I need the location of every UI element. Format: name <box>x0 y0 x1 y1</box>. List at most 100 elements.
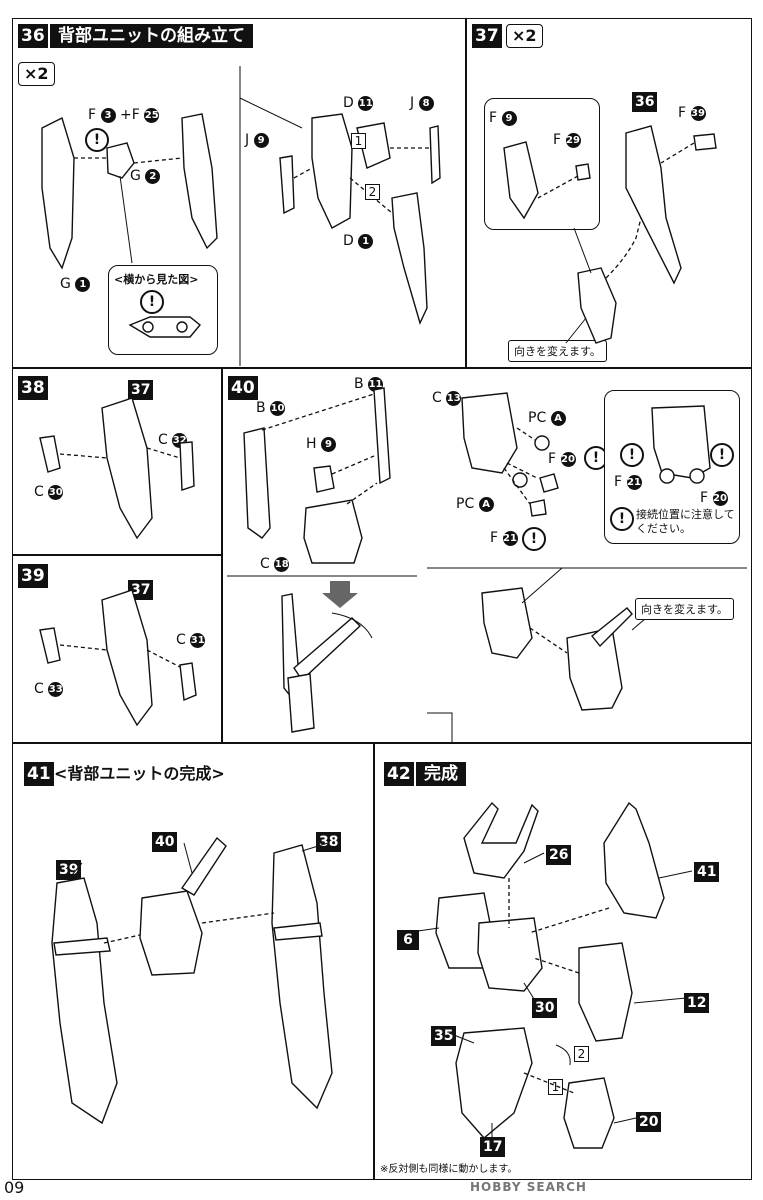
ref-41: 41 <box>694 862 720 882</box>
step-38-number: 38 <box>18 376 48 400</box>
step-36-multiplier: ×2 <box>18 62 55 86</box>
step-36-panel <box>12 18 466 368</box>
label-b: B <box>256 400 266 416</box>
caution-icon: ! <box>620 443 644 467</box>
label-plus-f: +F <box>119 107 140 123</box>
label-f: F <box>614 474 623 490</box>
label-g2: G 2 <box>130 168 161 184</box>
part-number: 31 <box>190 632 206 648</box>
step-39-number: 39 <box>18 564 48 588</box>
label-c33: C 33 <box>34 681 64 697</box>
label-f39: F 39 <box>678 105 706 121</box>
label-c18: C 18 <box>260 556 290 572</box>
part-number: 9 <box>253 132 269 148</box>
side-view-part <box>128 316 201 338</box>
label-f: F <box>553 132 562 148</box>
label-inset-f21: F 21 <box>614 474 642 490</box>
label-c: C <box>176 632 186 648</box>
label-f: F <box>678 105 687 121</box>
part-number: 25 <box>144 107 160 123</box>
page-number: 09 <box>4 1178 25 1197</box>
ref-12: 12 <box>684 993 710 1013</box>
order-box-2-42: 2 <box>574 1046 589 1062</box>
part-number: 21 <box>626 474 642 490</box>
label-g: G <box>60 276 71 292</box>
part-number: 1 <box>75 276 91 292</box>
step-42-panel <box>374 743 752 1180</box>
label-c: C <box>260 556 270 572</box>
part-number: 39 <box>690 105 706 121</box>
label-h9: H 9 <box>306 436 336 452</box>
ref-30: 30 <box>532 998 558 1018</box>
label-pca-2: PC A <box>456 496 494 512</box>
label-pca-1: PC A <box>528 410 566 426</box>
ref-38: 38 <box>316 832 342 852</box>
step-41-illustration <box>51 836 333 1125</box>
label-inset-f20: F 20 <box>700 490 728 506</box>
step-36-number: 36 <box>18 24 48 48</box>
label-c: C <box>34 681 44 697</box>
ref-26: 26 <box>546 845 572 865</box>
part-number: 1 <box>358 233 374 249</box>
ref-step-37: 37 <box>128 380 154 400</box>
step-37-parts-illustration <box>503 125 717 344</box>
part-number: 3 <box>100 107 116 123</box>
label-f: F <box>700 490 709 506</box>
label-d: D <box>343 95 354 111</box>
label-b10: B 10 <box>256 400 286 416</box>
part-number: 9 <box>320 436 336 452</box>
part-number: 21 <box>502 530 518 546</box>
step-42-number: 42 <box>384 762 414 786</box>
label-c31: C 31 <box>176 632 206 648</box>
order-box-1: 1 <box>351 133 366 149</box>
label-f21: F 21 <box>490 530 518 546</box>
label-f: F <box>88 107 97 123</box>
part-number: 10 <box>270 400 286 416</box>
part-number: 30 <box>48 484 64 500</box>
caution-icon: ! <box>710 443 734 467</box>
label-b11: B 11 <box>354 376 384 392</box>
label-j: J <box>410 95 415 111</box>
order-box-2: 2 <box>365 184 380 200</box>
ref-step-37: 37 <box>128 580 154 600</box>
caution-icon: ! <box>522 527 546 551</box>
ref-17: 17 <box>480 1137 506 1157</box>
label-c30: C 30 <box>34 484 64 500</box>
step-42-illustration <box>403 801 693 1149</box>
step-37-multiplier: ×2 <box>506 24 543 48</box>
step-42-footnote: ※反対側も同様に動かします。 <box>380 1164 518 1175</box>
label-pc: PC <box>528 410 547 426</box>
label-j: J <box>245 132 250 148</box>
caution-icon: ! <box>140 290 164 314</box>
label-d: D <box>343 233 354 249</box>
turn-note-40: 向きを変えます。 <box>635 598 734 620</box>
part-number: A <box>550 410 566 426</box>
step-39-parts-illustration <box>39 589 197 727</box>
part-number: 9 <box>501 110 517 126</box>
step-42-title: 完成 <box>416 762 466 786</box>
turn-note: 向きを変えます。 <box>508 340 607 362</box>
step-40-right-illustration <box>427 392 747 743</box>
label-c: C <box>34 484 44 500</box>
step-36-parts-illustration <box>41 66 441 366</box>
label-f3-f25: F 3 +F 25 <box>88 107 160 123</box>
side-view-title: <横から見た図> <box>114 273 199 286</box>
part-number: 8 <box>418 95 434 111</box>
step-41-title: <背部ユニットの完成> <box>54 764 225 783</box>
label-c: C <box>158 432 168 448</box>
label-d11: D 11 <box>343 95 374 111</box>
label-f9: F 9 <box>489 110 517 126</box>
part-number: 11 <box>368 376 384 392</box>
connect-note: 接続位置に注意してください。 <box>636 508 735 535</box>
label-f29: F 29 <box>553 132 581 148</box>
label-f: F <box>490 530 499 546</box>
side-view-inset <box>108 265 218 355</box>
label-h: H <box>306 436 317 452</box>
order-box-1-42: 1 <box>548 1079 563 1095</box>
ref-step-36: 36 <box>632 92 658 112</box>
label-pc: PC <box>456 496 475 512</box>
part-number: 2 <box>145 168 161 184</box>
label-b: B <box>354 376 364 392</box>
label-f20: F 20 <box>548 451 576 467</box>
label-f: F <box>489 110 498 126</box>
